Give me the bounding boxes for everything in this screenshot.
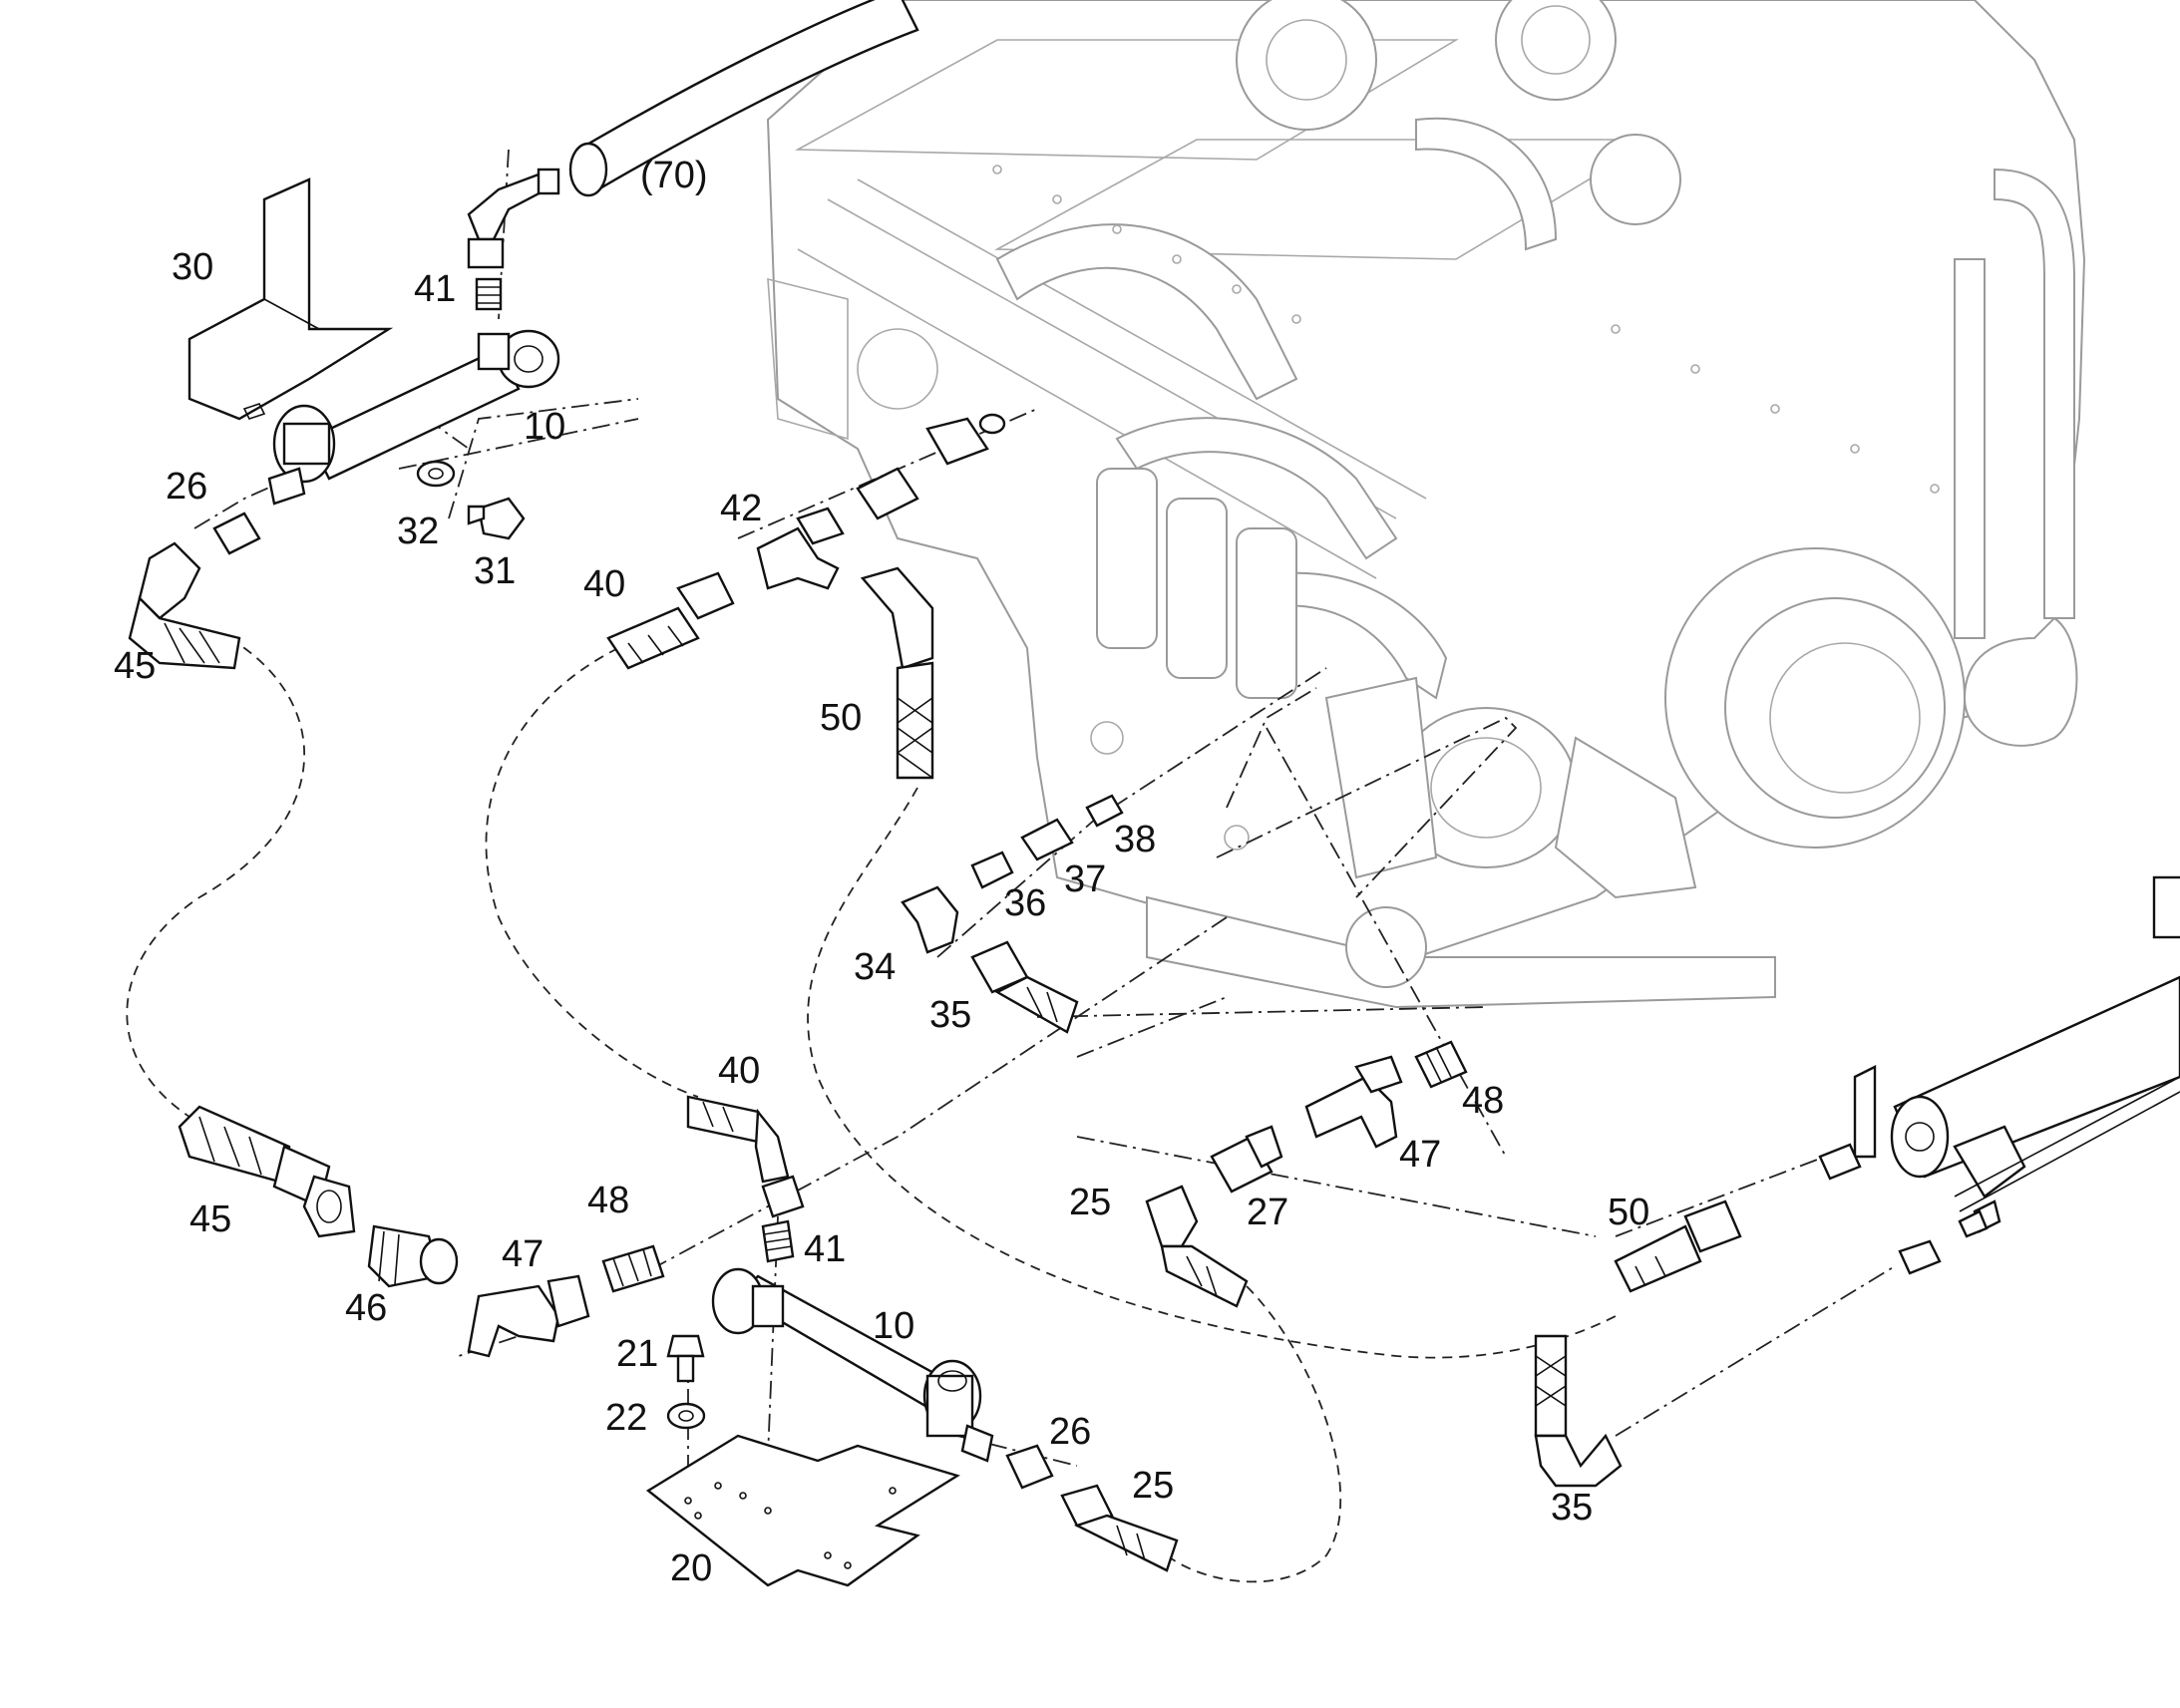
nut-26-top [212,512,261,555]
fitting-right-lower [1898,1209,1989,1275]
callout-50-top: 50 [820,697,862,739]
callout-70: (70) [640,155,708,196]
callout-21: 21 [616,1333,658,1375]
hose-40-bottom [686,1095,805,1218]
tee-47-right [1304,1055,1403,1149]
callout-26-top: 26 [166,466,207,508]
callout-48-bottom: 48 [587,1180,629,1221]
fitting-46 [367,1224,459,1288]
fitting-41-top [475,277,503,311]
callout-32: 32 [397,511,439,552]
hose-25-bottom [1060,1484,1179,1572]
callout-48-right: 48 [1462,1080,1504,1122]
hose-70 [568,0,919,197]
callout-10-bottom: 10 [873,1305,914,1347]
callout-34: 34 [854,946,896,988]
callout-47-right: 47 [1399,1134,1441,1176]
callout-20: 20 [670,1547,712,1589]
nut-26-bottom [1005,1444,1054,1490]
tee-42 [756,507,845,590]
oil-cooler-right [1853,875,2180,1233]
callout-41-top: 41 [414,268,456,310]
callout-36: 36 [1004,882,1046,924]
hose-45-bottom [178,1105,356,1238]
callout-35-bottom: 35 [1551,1487,1593,1529]
cooler-10-bottom [711,1267,994,1463]
callout-40-bottom: 40 [718,1050,760,1092]
fitting-38 [1085,794,1124,828]
callout-46: 46 [345,1287,387,1329]
callout-38: 38 [1114,819,1156,860]
callout-37: 37 [1064,858,1106,900]
callout-31: 31 [474,550,516,592]
hose-35-top [970,940,1079,1034]
hose-45-top [128,541,241,670]
callout-40-top: 40 [583,563,625,605]
fitting-48-right [1414,1040,1468,1089]
connection-lines [126,149,1896,1583]
washer-22 [666,1402,706,1430]
callout-26-bottom: 26 [1049,1411,1091,1453]
callout-25-bottom: 25 [1132,1465,1174,1507]
fitting-36 [970,851,1014,889]
callout-10-top: 10 [524,406,565,448]
callout-45-bottom: 45 [189,1198,231,1240]
callout-50-right: 50 [1608,1192,1649,1233]
callout-45-top: 45 [114,645,156,687]
callout-30: 30 [172,246,213,288]
callout-47-bottom: 47 [502,1233,544,1275]
fitting-41-bottom [761,1219,795,1263]
fitting-row-top [856,413,1006,520]
washer-32 [416,460,456,488]
elbow-fitting-top [467,168,560,269]
cooler-10-top [267,329,560,506]
hose-50-right [1614,1199,1742,1293]
callout-22: 22 [605,1397,647,1439]
bolt-31 [467,497,526,540]
bolt-21 [666,1334,705,1383]
callout-41-bottom: 41 [804,1228,846,1270]
hose-25-mid [1145,1185,1249,1308]
hose-50-top [860,566,934,780]
callout-27: 27 [1247,1192,1288,1233]
hose-40-top [606,571,735,670]
callout-35-top: 35 [929,994,971,1036]
fitting-48-bottom [601,1244,665,1293]
bracket-30 [187,177,394,421]
fitting-37 [1020,818,1074,861]
callout-labels: (70) 30 41 10 26 32 31 45 42 40 50 38 37… [114,155,1649,1589]
fitting-right-upper [1818,1143,1862,1181]
callout-42: 42 [720,488,762,529]
tee-47-bottom [467,1274,590,1358]
bracket-20 [645,1434,960,1587]
fitting-27 [1210,1125,1283,1194]
hose-35-bottom [1534,1334,1623,1488]
engine-block-illustration [766,0,2086,1009]
callout-25-mid: 25 [1069,1182,1111,1223]
elbow-34 [901,885,959,954]
